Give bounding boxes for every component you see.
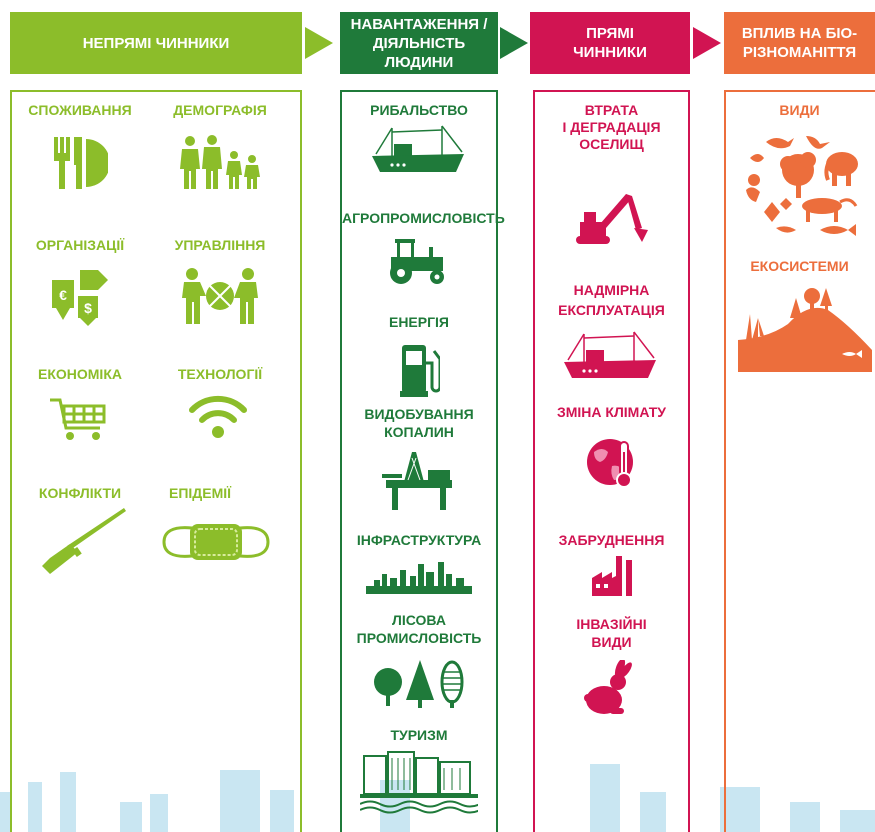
shopping-cart-icon [50,398,106,440]
label-invasive-line1: ІНВАЗІЙНІ [576,616,647,632]
money-exchange-icon: € $ [52,270,108,326]
label-mining-line2: КОПАЛИН [384,424,454,440]
label-energy: ЕНЕРГІЯ [388,314,449,330]
arrow-1 [305,27,333,59]
face-mask-icon [162,524,270,560]
header-pressures-line2: ДІЯЛЬНІСТЬ ЛЮДИНИ [372,34,466,71]
header-indirect-label: НЕПРЯМІ ЧИННИКИ [82,34,230,52]
label-economy: ЕКОНОМІКА [38,366,122,382]
rifle-icon [42,508,126,574]
label-habitat-line3: ОСЕЛИЩ [579,136,644,152]
label-governance: УПРАВЛІННЯ [174,237,266,253]
arrow-3 [693,27,721,59]
header-indirect-drivers: НЕПРЯМІ ЧИННИКИ [10,12,302,74]
family-icon [180,135,260,189]
tractor-icon [390,239,444,284]
header-pressures-line1: НАВАНТАЖЕННЯ / [350,15,488,33]
header-impact-line1: ВПЛИВ НА БІО- [741,25,858,42]
hotel-beach-icon [360,751,478,814]
label-climate-change: ЗМІНА КЛІМАТУ [556,404,667,420]
wifi-icon [189,395,247,438]
oil-rig-icon [382,452,452,510]
fishing-boat-icon [564,331,656,378]
label-invasive-line2: ВИДИ [591,634,632,650]
ecosystem-landscape-icon [738,288,872,372]
column-biodiversity-impact [724,90,875,832]
label-consumption: СПОЖИВАННЯ [28,102,132,118]
rabbit-icon [584,660,632,714]
animals-circle-icon [746,136,858,236]
city-skyline-icon [366,562,472,594]
label-forestry-line2: ПРОМИСЛОВІСТЬ [356,630,482,646]
label-conflicts: КОНФЛІКТИ [38,485,122,501]
column-direct-drivers [533,90,690,832]
cutlery-plate-icon [54,137,108,189]
label-pollution: ЗАБРУДНЕННЯ [558,532,665,548]
header-pressures: НАВАНТАЖЕННЯ / ДІЯЛЬНІСТЬ ЛЮДИНИ [340,12,498,74]
svg-text:$: $ [84,300,92,316]
label-forestry-line1: ЛІСОВА [392,612,446,628]
label-habitat-line1: ВТРАТА [584,102,639,118]
label-demography: ДЕМОГРАФІЯ [173,102,267,118]
column-pressures [340,90,498,832]
earth-thermometer-icon [587,439,633,488]
label-ecosystems: ЕКОСИСТЕМИ [750,258,849,274]
svg-text:€: € [59,287,67,303]
handshake-icon [182,268,258,324]
fuel-pump-icon [400,345,440,397]
header-direct-line1: ПРЯМІ [586,25,634,42]
label-epidemics: ЕПІДЕМІЇ [168,485,231,501]
trees-icon [374,660,464,708]
label-agro-industry: АГРОПРОМИСЛОВІСТЬ [342,210,505,226]
factory-icon [592,556,632,596]
label-technology: ТЕХНОЛОГІЇ [177,366,263,382]
header-direct-line2: ЧИННИКИ [573,44,647,61]
label-mining-line1: ВИДОБУВАННЯ [364,406,474,422]
label-organizations: ОРГАНІЗАЦІЇ [35,237,125,253]
header-impact-line2: РІЗНОМАНІТТЯ [742,44,857,61]
header-direct-drivers: ПРЯМІ ЧИННИКИ [530,12,690,74]
header-biodiversity-impact: ВПЛИВ НА БІО- РІЗНОМАНІТТЯ [724,12,875,74]
label-overexploitation-line1: НАДМІРНА [573,282,650,298]
excavator-icon [576,194,648,244]
label-infrastructure: ІНФРАСТРУКТУРА [356,532,482,548]
fishing-boat-icon [372,125,464,172]
label-species: ВИДИ [779,102,820,118]
arrow-2 [500,27,528,59]
label-overexploitation-line2: ЕКСПЛУАТАЦІЯ [558,302,665,318]
column-indirect-drivers [10,90,302,832]
label-fishing: РИБАЛЬСТВО [370,102,468,118]
label-habitat-line2: І ДЕГРАДАЦІЯ [562,119,661,135]
label-tourism: ТУРИЗМ [390,727,448,743]
